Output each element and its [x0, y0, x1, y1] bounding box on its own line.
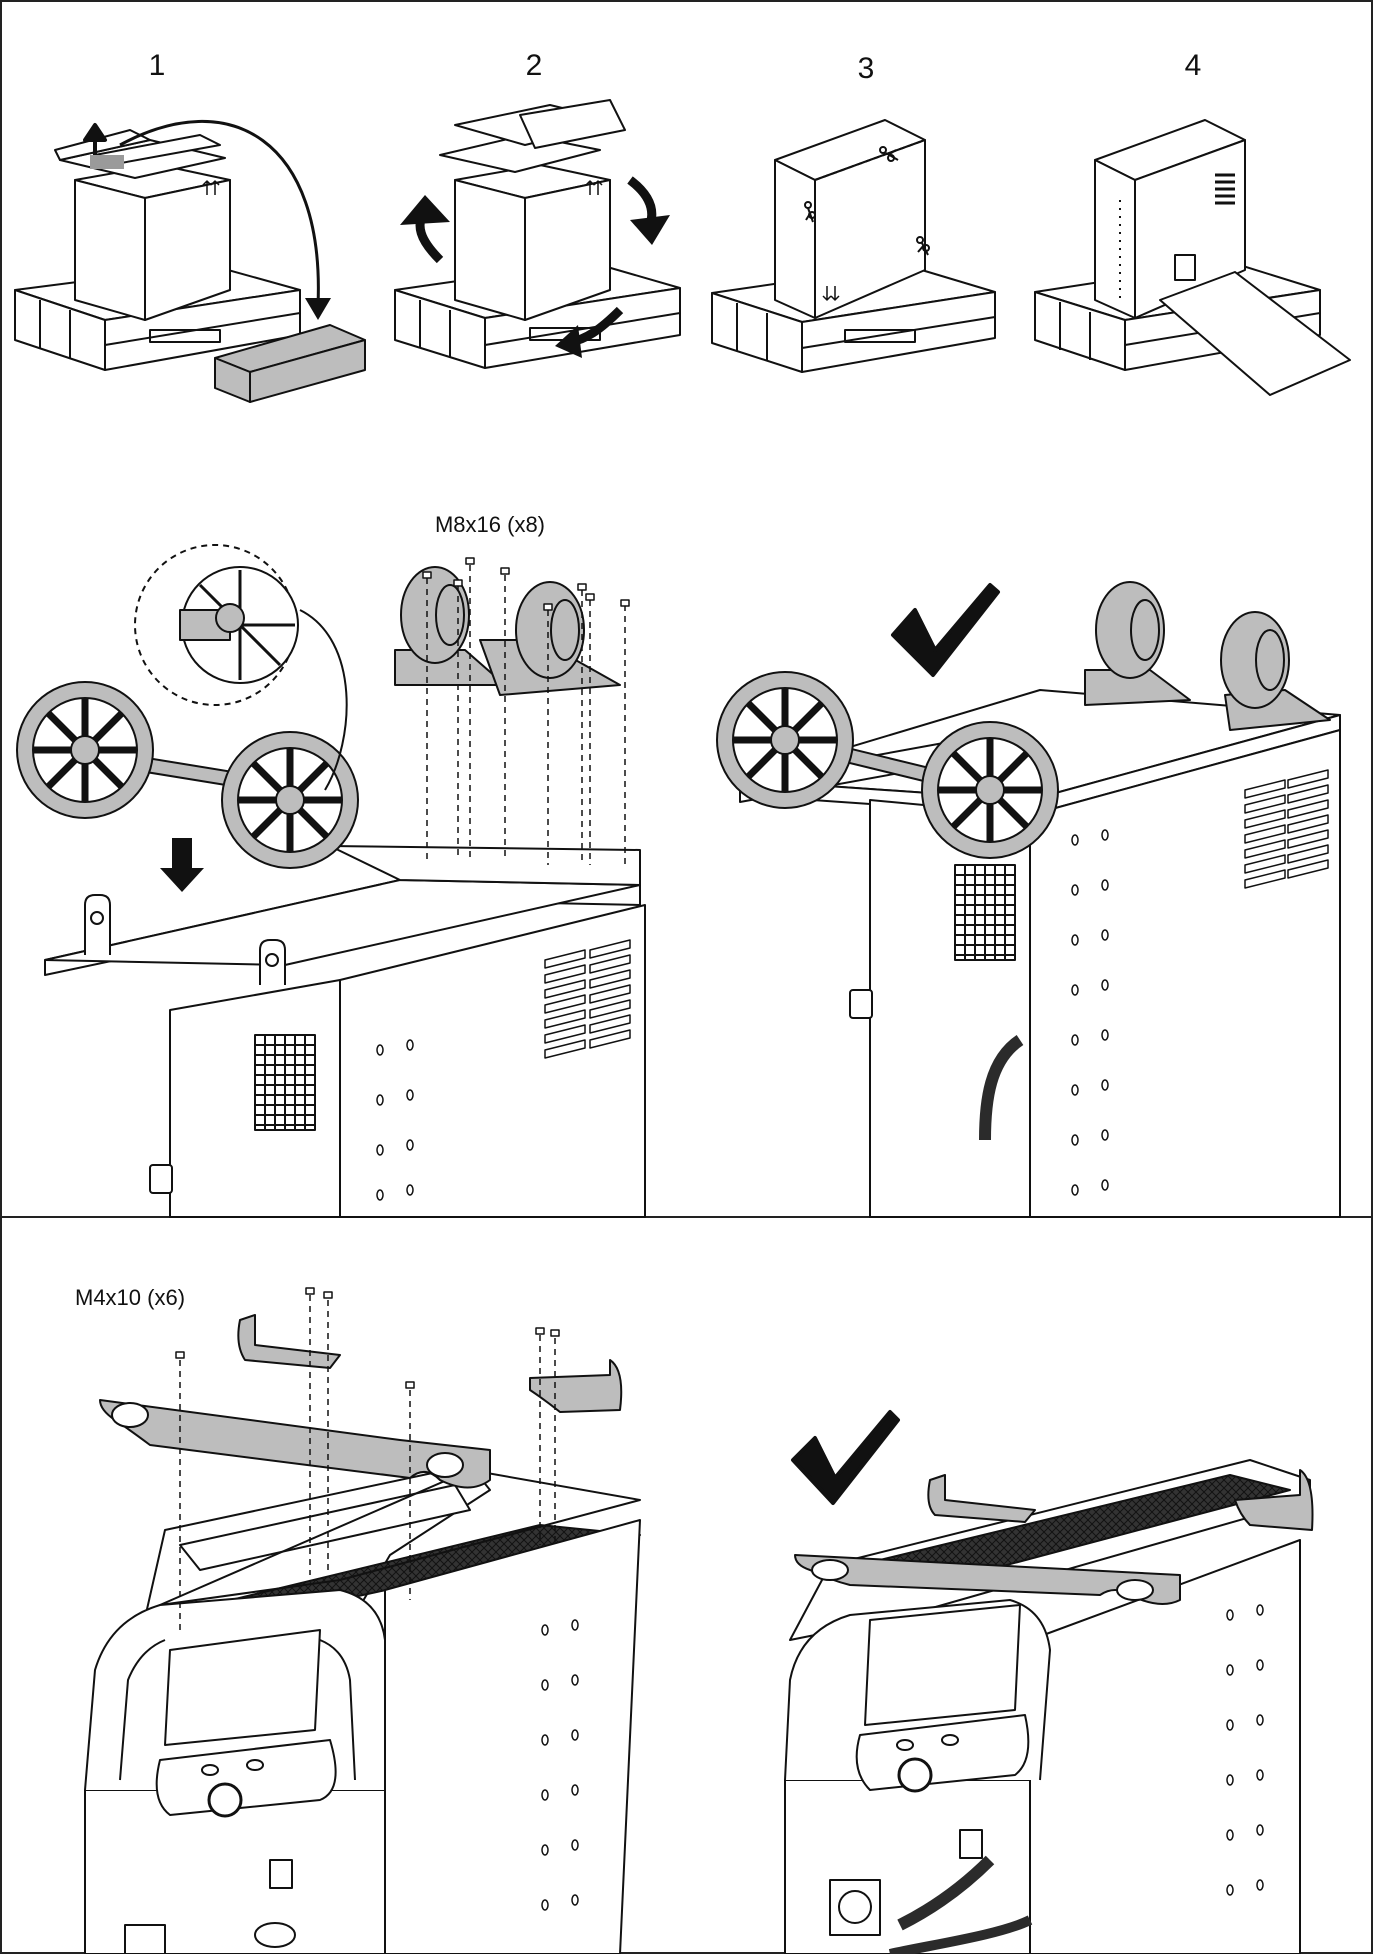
step-3-cut-box: [711, 119, 996, 373]
step-4-ramp: [1034, 119, 1351, 396]
step-number-2: 2: [526, 49, 543, 82]
handle-assembly-complete: [784, 1459, 1314, 1954]
screw-spec-m8x16: M8x16 (x8): [435, 512, 545, 537]
wheel-assembly-complete: [716, 581, 1341, 1218]
scissors-icon: [804, 146, 930, 256]
handle-assembly-exploded: [84, 1287, 641, 1954]
step-number-3: 3: [858, 52, 875, 85]
screw-spec-m4x10: M4x10 (x6): [75, 1285, 185, 1310]
step-number-1: 1: [149, 49, 166, 82]
wheel-assembly-exploded: [16, 544, 646, 1218]
checkmark-icon: [891, 583, 1000, 677]
down-arrow-icon: [160, 838, 204, 892]
step-1-remove-lid: [14, 120, 366, 403]
step-2-open-flaps: [394, 99, 681, 369]
checkmark-icon: [791, 1410, 900, 1505]
step-number-4: 4: [1185, 49, 1202, 82]
